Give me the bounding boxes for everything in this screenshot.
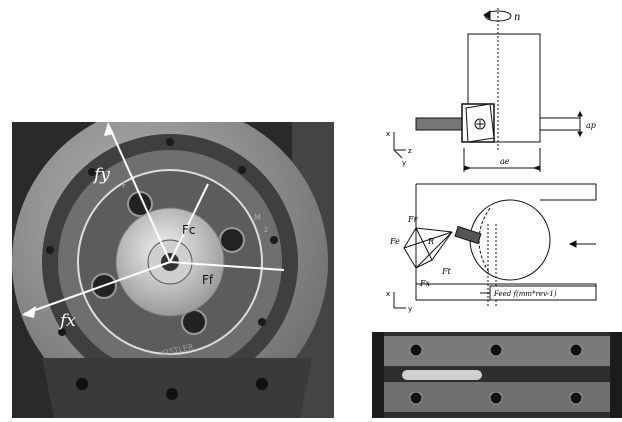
cutting-schematic: n ae ap x z y Fr Fe R Ft Fx Feed f(mm*re… — [372, 0, 622, 330]
depth-label: ap — [586, 121, 596, 130]
ring-label-f: F — [122, 181, 127, 190]
cutter-circle — [469, 199, 551, 281]
fr-label: Fr — [407, 215, 419, 224]
tool-shank — [415, 117, 463, 131]
fx-label: fx — [58, 311, 76, 331]
lower-plate-top — [416, 183, 597, 201]
fy-arrowhead — [104, 122, 114, 136]
ft-label: Ft — [441, 267, 452, 276]
rotation-label: n — [514, 12, 520, 23]
spindle-body — [467, 33, 541, 143]
lower-plate-bottom — [415, 184, 597, 301]
chip-path — [478, 207, 491, 275]
schematic-drawing: n ae ap x z y Fr Fe R Ft Fx Feed f(mm*re… — [386, 8, 597, 313]
fx-schematic-label: Fx — [419, 279, 431, 288]
workpiece-stub — [539, 117, 581, 131]
fixture-slot — [402, 370, 482, 380]
insert-screw — [474, 118, 486, 130]
ring-label-m: M — [254, 213, 261, 222]
axis-bottom-y: y — [408, 305, 412, 313]
fixture-bolts — [409, 343, 583, 405]
force-polygon — [403, 226, 433, 269]
fx-arrowhead — [22, 306, 36, 318]
fixture-illustration — [372, 332, 622, 418]
axis-top-y: y — [402, 159, 406, 167]
ring-label-z: z — [264, 225, 268, 234]
axis-top-z: z — [408, 147, 412, 155]
fy-label: fy — [92, 165, 110, 185]
force-vectors — [23, 123, 285, 315]
fe-label: Fe — [389, 237, 400, 246]
dynamometer-photo: fy fx Fc Ff F M z KISTLER — [12, 104, 334, 420]
lower-tool — [454, 225, 482, 245]
rotation-arrowhead — [483, 10, 491, 20]
feed-label: Feed f(mm*rev-1) — [493, 290, 557, 298]
fc-label: Fc — [182, 223, 196, 237]
width-label: ae — [500, 157, 510, 166]
dynamometer-illustration: fy fx Fc Ff F M z KISTLER — [12, 104, 334, 420]
bottom-clamp — [42, 358, 312, 418]
ff-label: Ff — [202, 273, 214, 287]
r-label: R — [427, 237, 434, 246]
axis-top-x: x — [386, 130, 390, 138]
axis-bottom-x: x — [386, 290, 390, 298]
fixture-photo — [372, 332, 622, 418]
